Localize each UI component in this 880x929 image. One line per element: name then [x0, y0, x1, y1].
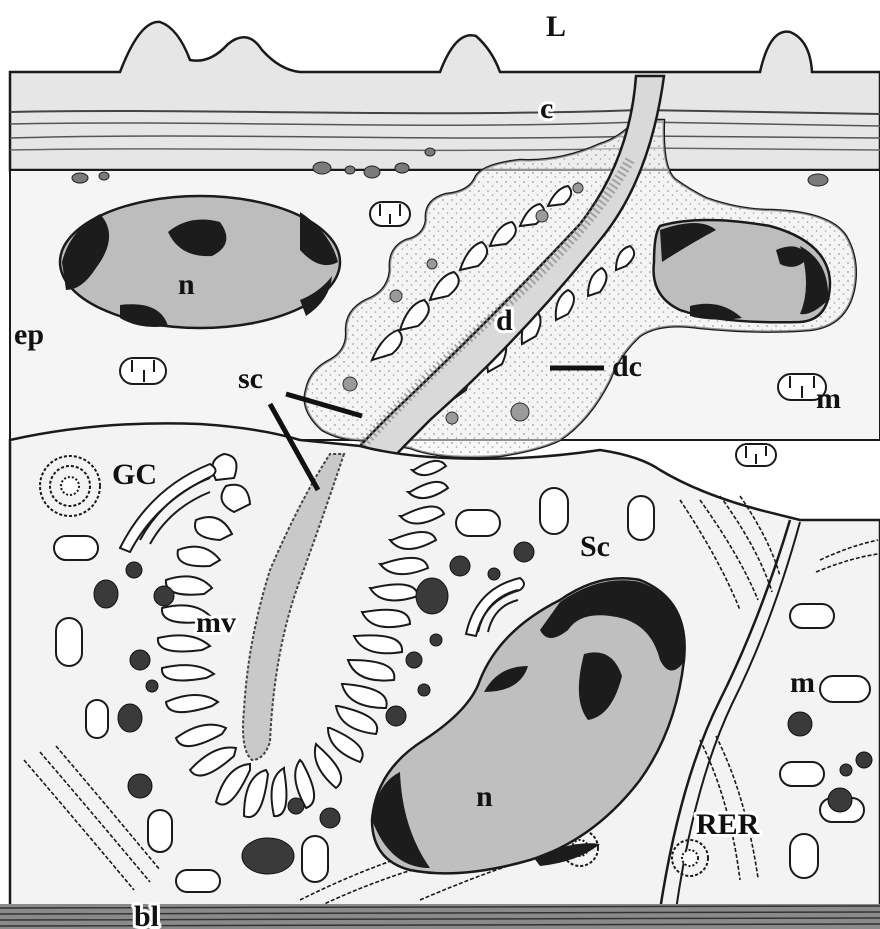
label-epidermis: ep [14, 318, 44, 351]
label-golgi-complex: GC [112, 458, 157, 491]
label-scolopale-nucleus: n [476, 780, 493, 813]
label-dendrite: d [496, 304, 513, 337]
label-sheath-cell: sc [238, 362, 263, 395]
label-mitochondrion-upper: m [816, 382, 841, 415]
label-cuticle: c [540, 92, 553, 125]
label-dendritic-cell: dc [612, 350, 642, 383]
label-rough-er: RER [696, 808, 760, 841]
label-basal-lamina: bl [134, 900, 159, 929]
label-mitochondrion-lower: m [790, 666, 815, 699]
label-epidermis-nucleus: n [178, 268, 195, 301]
basal-lamina [0, 904, 880, 929]
label-microvilli: mv [196, 606, 236, 639]
label-lumen: L [546, 10, 566, 43]
epidermis-nucleus [60, 196, 340, 328]
label-scolopale-cell: Sc [580, 530, 610, 563]
